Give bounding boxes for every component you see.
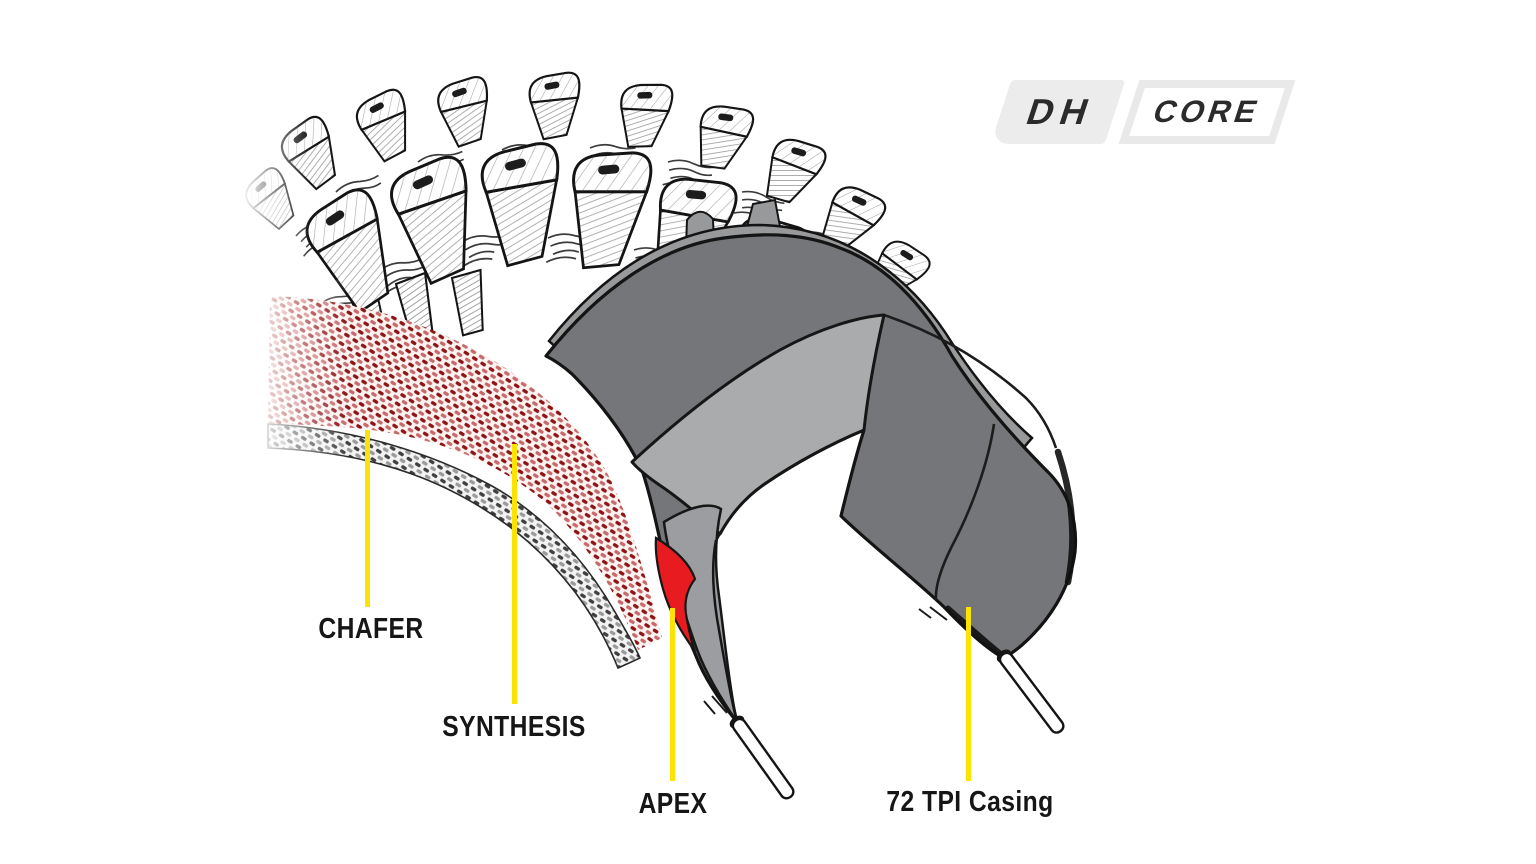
logo-dh-plate: DH [990,80,1126,144]
synthesis-callout-line [512,444,517,704]
label-chafer: CHAFER [318,613,424,645]
logo-core-plate: CORE [1118,80,1296,144]
synthesis-weave [268,296,662,650]
ply-fold-line-lower [934,423,996,601]
fold-bottom-shading [945,605,1003,656]
weave-left-fade [248,280,348,660]
ply-fold-line-upper [883,313,1058,449]
casing-callout-line [966,607,971,781]
tread-left-fade [240,60,310,320]
apex-callout-line [670,608,675,781]
bead-wire-right [996,649,1065,734]
bead-hatch-marks [703,606,948,715]
label-synthesis: SYNTHESIS [442,711,586,743]
casing-cross-section [544,198,1078,800]
chafer-callout-line [365,430,370,607]
tread-knobs-sketch [237,60,935,346]
apex-rubber [654,536,697,652]
logo-core-text: CORE [1148,94,1266,129]
dh-core-logo: DH CORE [990,80,1296,144]
right-edge-shading [1054,448,1076,586]
label-apex: APEX [638,788,708,820]
label-72-tpi-casing: 72 TPI Casing [886,786,1054,818]
fabric-layers [248,280,662,670]
sidewall-inner-edge [711,539,739,723]
casing-light-band [630,313,886,536]
logo-dh-text: DH [1021,91,1101,132]
bead-wire-left [729,715,795,800]
